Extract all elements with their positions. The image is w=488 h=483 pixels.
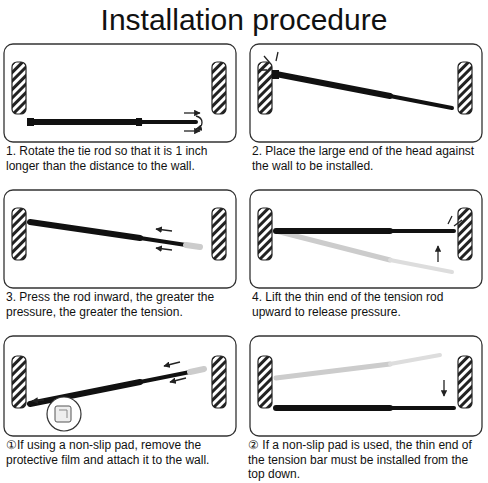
walls xyxy=(12,62,472,408)
rods xyxy=(27,70,454,408)
motion-arrows xyxy=(32,52,462,401)
step-caption: 1. Rotate the tie rod so that it is 1 in… xyxy=(6,144,238,173)
step-caption: 4. Lift the thin end of the tension rod … xyxy=(252,290,482,319)
panel-frames xyxy=(4,44,482,436)
non-slip-pad-icon xyxy=(47,397,81,431)
step-caption: 2. Place the large end of the head again… xyxy=(252,144,482,173)
step-caption: ①If using a non-slip pad, remove the pro… xyxy=(6,438,244,467)
title: Installation procedure xyxy=(0,2,488,39)
step-caption: 3. Press the rod inward, the greater the… xyxy=(6,290,238,319)
step-caption: ② If a non-slip pad is used, the thin en… xyxy=(248,438,484,482)
